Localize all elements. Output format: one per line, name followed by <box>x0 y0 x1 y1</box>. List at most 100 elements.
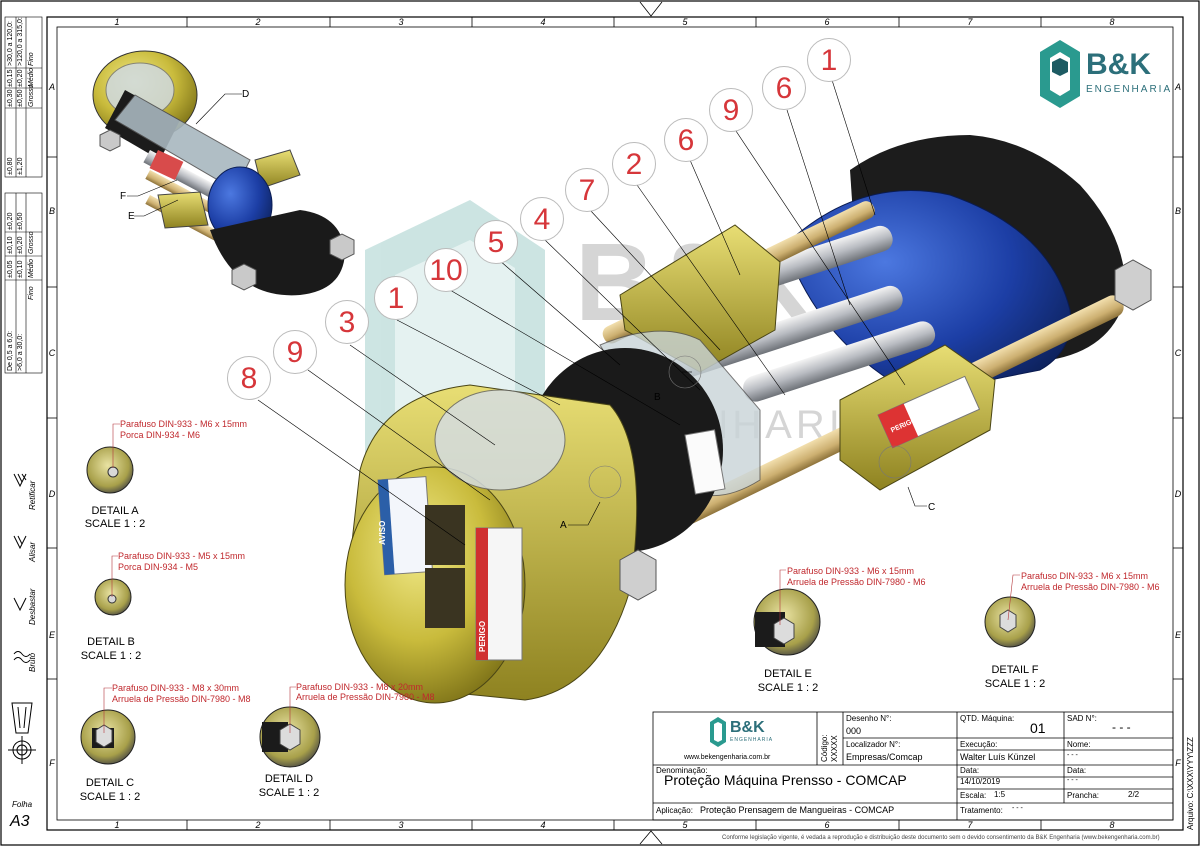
detail-c-note-2: Arruela de Pressão DIN-7980 - M8 <box>112 694 251 704</box>
overview-assembly-view <box>92 50 355 296</box>
tol1-header-fino: Fino <box>28 52 35 66</box>
row-label: F <box>49 758 55 768</box>
finish-retificar: Retificar <box>28 480 37 510</box>
detail-a-scale: SCALE 1 : 2 <box>84 518 146 530</box>
leader-label-b: B <box>654 392 661 403</box>
col-label: 7 <box>967 820 973 830</box>
aviso-label: AVISO <box>378 520 387 545</box>
col-label: 3 <box>398 820 403 830</box>
overview-leaders <box>127 93 242 217</box>
col-label: 8 <box>1109 17 1114 27</box>
tol2-cell: ±0,20 <box>17 236 24 254</box>
row-label: A <box>48 82 55 92</box>
tol1-range-1: >30,0 a 120,0: <box>7 21 14 66</box>
detail-f-note-2: Arruela de Pressão DIN-7980 - M6 <box>1021 582 1160 592</box>
row-label: C <box>49 348 56 358</box>
data2-value: - - - <box>1067 777 1078 784</box>
tol2-cell: ±0,50 <box>17 212 24 230</box>
row-label: B <box>49 206 55 216</box>
row-label: D <box>1175 489 1182 499</box>
nome-value: - - - <box>1067 752 1078 759</box>
escala-value: 1:5 <box>994 790 1006 799</box>
item-bubble-1: 1 <box>807 38 851 82</box>
inner-frame <box>46 16 1184 831</box>
localizador-value: Empresas/Comcap <box>846 752 923 762</box>
leader-label-e: E <box>128 211 135 222</box>
leader-label-d: D <box>242 89 249 100</box>
tol1-cell: ±0,30 <box>7 89 14 107</box>
tolerance-table-2 <box>4 192 43 374</box>
codigo-value: XXXXX <box>830 735 839 762</box>
leader-label-f: F <box>120 191 126 202</box>
codigo-label: Código: <box>820 734 829 762</box>
surface-finish-symbols <box>8 473 36 764</box>
title-block-frame <box>652 711 1174 821</box>
leader-label-a: A <box>560 520 567 531</box>
column-labels-top: 1 2 3 4 5 6 7 8 <box>114 17 1114 27</box>
row-label: C <box>1175 348 1182 358</box>
prancha-value: 2/2 <box>1128 790 1140 799</box>
triangle-icon <box>13 597 27 612</box>
detail-b-scale: SCALE 1 : 2 <box>80 650 142 662</box>
item-bubble-3: 3 <box>325 300 369 344</box>
brand-name: B&K <box>1086 48 1151 81</box>
escala-label: Escala: <box>960 791 987 800</box>
data2-label: Data: <box>1067 766 1087 775</box>
sad-label: SAD N°: <box>1067 714 1097 723</box>
denominacao-label: Denominação: <box>656 766 708 775</box>
website: www.bekengenharia.com.br <box>684 754 771 761</box>
col-label: 4 <box>540 820 545 830</box>
detail-a-note-1: Parafuso DIN-933 - M6 x 15mm <box>120 419 248 429</box>
data1-value: 14/10/2019 <box>960 777 1001 786</box>
denominacao-value: Proteção Máquina Prensso - COMCAP <box>664 772 907 788</box>
item-bubble-5: 5 <box>474 220 518 264</box>
row-label: E <box>49 630 56 640</box>
detail-e-note-1: Parafuso DIN-933 - M6 x 15mm <box>787 566 915 576</box>
detail-e-note-2: Arruela de Pressão DIN-7980 - M6 <box>787 577 926 587</box>
tolerance-table-1 <box>4 16 43 178</box>
tol2-range-1: De 0,5 a 6,0: <box>7 330 14 371</box>
desenho-value: 000 <box>846 726 862 736</box>
execucao-value: Walter Luís Künzel <box>960 752 1036 762</box>
detail-a-title: DETAIL A <box>91 505 139 517</box>
detail-c-title: DETAIL C <box>85 777 135 789</box>
localizador-label: Localizador N°: <box>846 740 901 749</box>
folha-value: A3 <box>10 813 30 830</box>
detail-a-note-2: Porca DIN-934 - M6 <box>120 430 201 440</box>
col-label: 6 <box>824 820 829 830</box>
qtd-label: QTD. Máquina: <box>960 714 1015 723</box>
finish-alisar: Alisar <box>28 541 37 562</box>
tol2-cell: ±0,05 <box>7 260 14 278</box>
detail-b-note-1: Parafuso DIN-933 - M5 x 15mm <box>118 551 246 561</box>
detail-f-scale: SCALE 1 : 2 <box>984 678 1046 690</box>
col-label: 2 <box>254 820 260 830</box>
folha-label: Folha <box>12 800 33 809</box>
detail-circle-a <box>588 465 622 499</box>
col-label: 6 <box>824 17 829 27</box>
prancha-label: Prancha: <box>1067 791 1100 800</box>
col-label: 8 <box>1109 820 1114 830</box>
row-label: B <box>1175 206 1181 216</box>
detail-b-title: DETAIL B <box>87 636 135 648</box>
aplicacao-label: Aplicação: <box>656 806 693 815</box>
qtd-value: 01 <box>1030 720 1046 736</box>
desenho-label: Desenho N°: <box>846 714 892 723</box>
row-label: A <box>1174 82 1181 92</box>
item-bubble-6: 6 <box>762 66 806 110</box>
tol2-cell: ±0,10 <box>17 260 24 278</box>
row-labels-left: A B C D E F <box>48 82 56 768</box>
main-assembly-view <box>344 135 1152 704</box>
tol1-cell: ±0,50 <box>17 89 24 107</box>
finish-desbastar: Desbastar <box>28 588 37 625</box>
tol2-header-grosso: Grosso <box>28 231 35 254</box>
title-block-brand-name: B&K <box>730 719 765 736</box>
sad-value: - - - <box>1112 720 1131 734</box>
column-labels-bottom: 1 2 3 4 5 6 7 8 <box>114 820 1114 830</box>
perigo-label-front: PERIGO <box>478 620 487 652</box>
col-label: 7 <box>967 17 973 27</box>
detail-d-scale: SCALE 1 : 2 <box>258 787 320 799</box>
brand-subtitle: ENGENHARIA <box>1086 84 1173 95</box>
detail-d-title: DETAIL D <box>264 773 314 785</box>
detail-d-note-1: Parafuso DIN-933 - M8 x 20mm <box>296 682 424 692</box>
col-label: 1 <box>114 17 119 27</box>
